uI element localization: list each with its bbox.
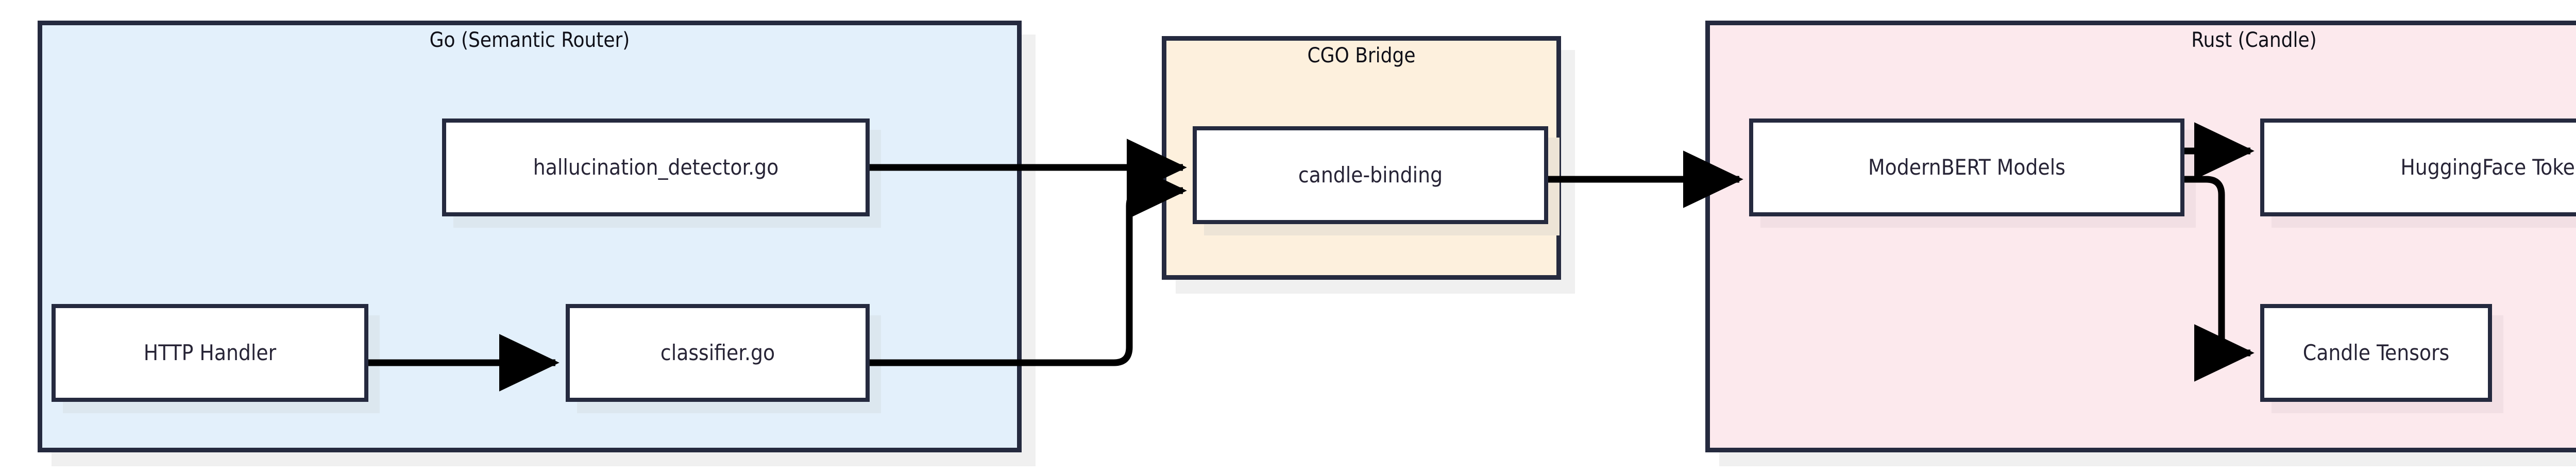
node-candle-binding[interactable]: candle-binding [1193,126,1548,224]
node-http-handler[interactable]: HTTP Handler [52,304,368,402]
node-classifier[interactable]: classifier.go [566,304,870,402]
node-modernbert-models[interactable]: ModernBERT Models [1749,118,2184,216]
node-classifier-label: classifier.go [660,340,775,365]
cluster-cgo-title: CGO Bridge [1307,44,1416,67]
node-huggingface-tokenizers[interactable]: HuggingFace Tokenizers [2260,118,2576,216]
node-http-handler-label: HTTP Handler [143,340,277,365]
node-candle-tensors[interactable]: Candle Tensors [2260,304,2492,402]
node-candle-tensors-label: Candle Tensors [2302,340,2450,365]
node-candle-binding-label: candle-binding [1298,162,1443,188]
node-huggingface-tokenizers-label: HuggingFace Tokenizers [2400,155,2576,180]
node-modernbert-models-label: ModernBERT Models [1868,155,2065,180]
cluster-go-title: Go (Semantic Router) [429,28,630,52]
cluster-rust-title: Rust (Candle) [2191,28,2317,52]
node-hallucination-detector-label: hallucination_detector.go [533,155,779,180]
node-hallucination-detector[interactable]: hallucination_detector.go [442,118,870,216]
